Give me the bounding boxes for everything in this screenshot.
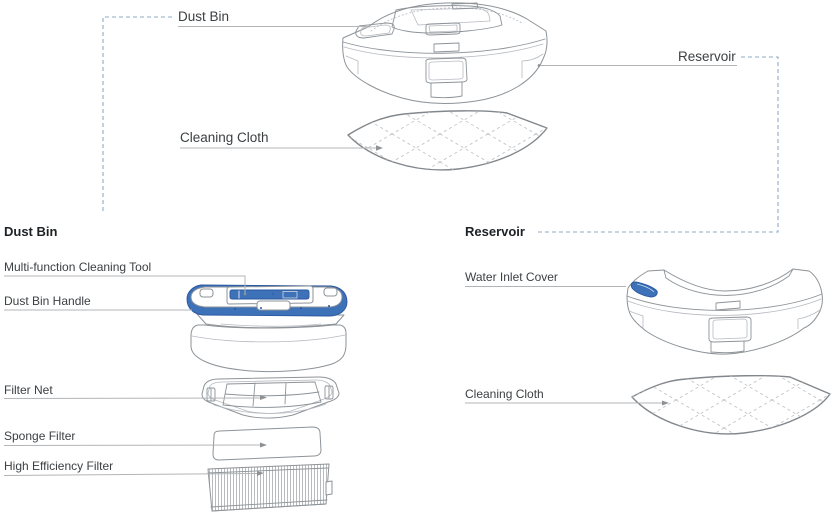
part-label-dust-bin-handle: Dust Bin Handle	[4, 294, 91, 308]
part-label-multi-function-cleaning-tool: Multi-function Cleaning Tool	[4, 260, 152, 274]
cleaning-cloth-top-drawing	[347, 110, 548, 171]
part-label-cleaning-cloth-bottom: Cleaning Cloth	[465, 387, 544, 401]
reservoir-reference-dashed-line	[535, 56, 779, 233]
sponge-filter-drawing	[212, 426, 322, 461]
dust-bin-reference-dashed-line	[102, 16, 172, 213]
high-efficiency-filter-drawing	[207, 463, 333, 512]
overview-reservoir-label: Reservoir	[678, 49, 736, 64]
reservoir-section-heading: Reservoir	[465, 224, 525, 239]
reservoir-drawing	[626, 268, 823, 355]
part-label-water-inlet-cover: Water Inlet Cover	[465, 270, 558, 284]
cleaning-cloth-bottom-drawing	[631, 375, 831, 435]
overview-dust-bin-label: Dust Bin	[178, 9, 230, 24]
dust-bin-section-heading: Dust Bin	[4, 224, 58, 239]
part-label-filter-net: Filter Net	[4, 383, 53, 397]
filter-net-drawing	[201, 376, 340, 419]
dust-bin-drawing	[186, 284, 348, 373]
part-label-sponge-filter: Sponge Filter	[4, 429, 76, 443]
assembled-unit-drawing	[342, 2, 548, 104]
overview-cleaning-cloth-label: Cleaning Cloth	[180, 130, 269, 145]
part-label-high-efficiency-filter: High Efficiency Filter	[4, 459, 114, 473]
